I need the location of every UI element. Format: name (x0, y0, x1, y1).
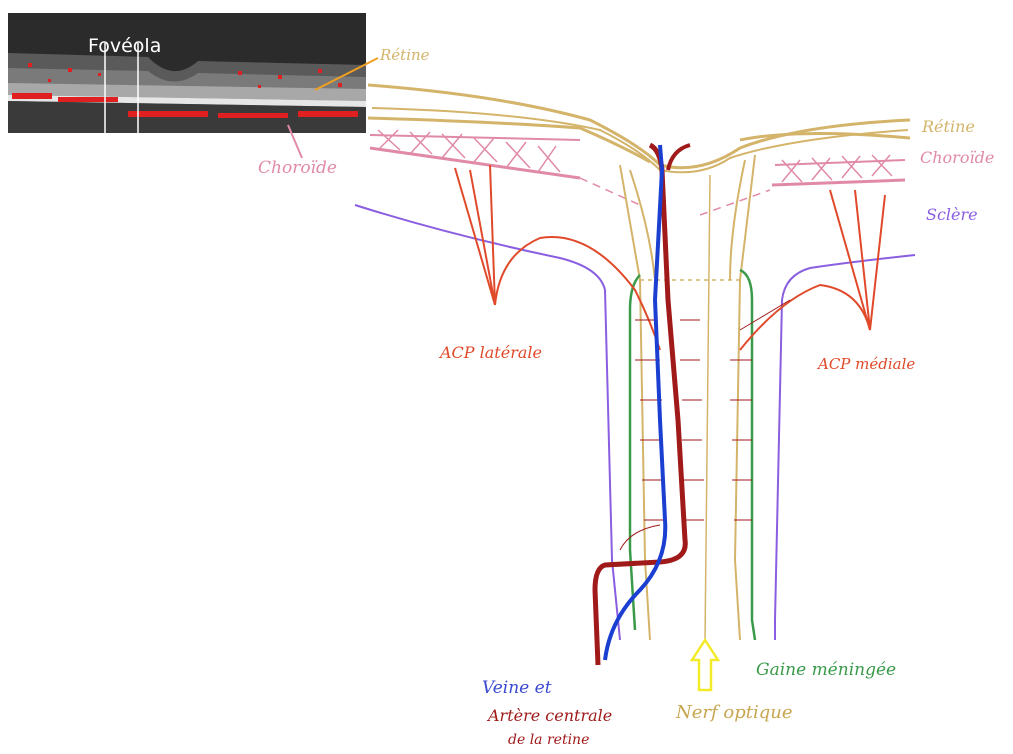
nerf-optique-arrow (692, 640, 718, 690)
acp-mediale-label: ACP médiale (818, 355, 915, 373)
choroid-layer (370, 130, 905, 215)
oct-retine-label: Rétine (380, 46, 430, 64)
veine-label: Veine et (482, 678, 552, 698)
choroide-pointer-line (288, 125, 302, 158)
artere-label: Artère centrale (488, 706, 612, 725)
retine-label: Rétine (922, 117, 975, 136)
gaine-meningee-label: Gaine méningée (756, 660, 896, 680)
choroide-label: Choroïde (920, 148, 994, 167)
capillary-network (620, 300, 790, 550)
oct-choroide-label: Choroïde (258, 158, 337, 178)
nerf-optique-label: Nerf optique (676, 702, 793, 723)
acp-laterale-label: ACP latérale (440, 343, 542, 362)
sclera-layer (355, 205, 915, 640)
optic-nerve (620, 155, 755, 640)
sclere-label: Sclère (926, 205, 978, 224)
artere-label-line3: de la retine (508, 732, 589, 748)
